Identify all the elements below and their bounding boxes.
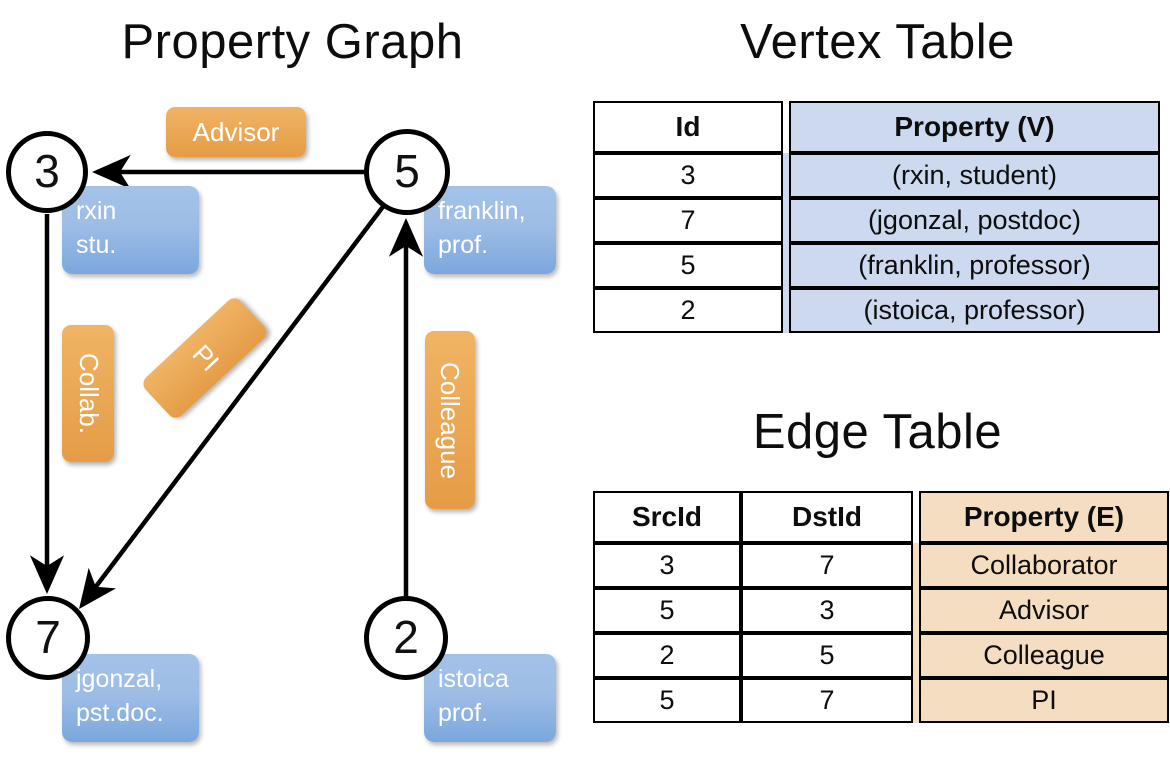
table-row: 2 (istoica, professor) (593, 288, 1160, 333)
edge-cell-dstid: 3 (741, 588, 913, 633)
column-gap (783, 288, 789, 333)
vertex-cell-property: (rxin, student) (789, 153, 1160, 198)
edge-table-header-property: Property (E) (919, 491, 1169, 543)
vertex-cell-property: (jgonzal, postdoc) (789, 198, 1160, 243)
column-gap (913, 633, 919, 678)
column-gap (783, 198, 789, 243)
column-gap (913, 588, 919, 633)
graph-edges-svg (29, 154, 424, 609)
edge-label-collab: Collab. (62, 325, 114, 462)
vertex-cell-id: 3 (593, 153, 783, 198)
graph-node-7-label: 7 (35, 611, 61, 663)
graph-node-3[interactable]: 3 (6, 131, 88, 213)
vertex-property-box-franklin: franklin, prof. (424, 186, 556, 274)
vertex-table-header-property: Property (V) (789, 101, 1160, 153)
edge-cell-srcid: 5 (593, 678, 741, 723)
vertex-cell-property: (franklin, professor) (789, 243, 1160, 288)
graph-node-2[interactable]: 2 (364, 596, 448, 680)
edge-label-colleague-text: Colleague (435, 361, 466, 479)
table-row: 5 7 PI (593, 678, 1169, 723)
table-row: 3 (rxin, student) (593, 153, 1160, 198)
graph-node-5[interactable]: 5 (364, 129, 450, 215)
edge-label-colleague: Colleague (425, 331, 475, 509)
vertex-table-header-id: Id (593, 101, 783, 153)
table-row: 2 5 Colleague (593, 633, 1169, 678)
edge-table-header-srcid: SrcId (593, 491, 741, 543)
edge-label-pi-text: PI (186, 338, 225, 377)
column-gap (913, 543, 919, 588)
vertex-cell-id: 7 (593, 198, 783, 243)
table-row: 5 (franklin, professor) (593, 243, 1160, 288)
edge-cell-srcid: 2 (593, 633, 741, 678)
vertex-property-box-jgonzal: jgonzal, pst.doc. (62, 654, 199, 742)
page-title-vertex-table: Vertex Table (740, 15, 1015, 69)
vertex-cell-property: (istoica, professor) (789, 288, 1160, 333)
edge-cell-srcid: 3 (593, 543, 741, 588)
edge-label-advisor: Advisor (166, 107, 306, 157)
vertex-cell-id: 2 (593, 288, 783, 333)
vertex-cell-id: 5 (593, 243, 783, 288)
edge-5-to-7 (79, 202, 387, 609)
edge-cell-dstid: 5 (741, 633, 913, 678)
edge-cell-dstid: 7 (741, 543, 913, 588)
edge-table-header-row: SrcId DstId Property (E) (593, 491, 1169, 543)
edge-label-collab-text: Collab. (73, 353, 104, 434)
column-gap (783, 243, 789, 288)
vertex-table: Id Property (V) 3 (rxin, student) 7 (jgo… (593, 101, 1160, 333)
graph-node-7[interactable]: 7 (6, 596, 90, 680)
edge-cell-srcid: 5 (593, 588, 741, 633)
column-gap (913, 678, 919, 723)
edge-table-header-dstid: DstId (741, 491, 913, 543)
edge-cell-property: Collaborator (919, 543, 1169, 588)
table-row: 5 3 Advisor (593, 588, 1169, 633)
edge-cell-dstid: 7 (741, 678, 913, 723)
vertex-property-box-rxin: rxin stu. (62, 186, 199, 274)
column-gap (783, 153, 789, 198)
edge-cell-property: PI (919, 678, 1169, 723)
edge-label-advisor-text: Advisor (192, 116, 280, 147)
graph-node-5-label: 5 (394, 145, 420, 197)
table-row: 7 (jgonzal, postdoc) (593, 198, 1160, 243)
graph-node-2-label: 2 (393, 611, 419, 663)
page-title-edge-table: Edge Table (752, 405, 1003, 459)
page-title-property-graph: Property Graph (121, 15, 464, 69)
vertex-property-box-istoica: istoica prof. (424, 654, 556, 742)
graph-node-3-label: 3 (34, 145, 60, 197)
table-row: 3 7 Collaborator (593, 543, 1169, 588)
edge-table: SrcId DstId Property (E) 3 7 Collaborato… (593, 491, 1169, 723)
edge-cell-property: Advisor (919, 588, 1169, 633)
edge-cell-property: Colleague (919, 633, 1169, 678)
property-graph-diagram: Advisor Collab. PI Colleague rxin stu. f… (6, 107, 556, 742)
vertex-table-header-row: Id Property (V) (593, 101, 1160, 153)
